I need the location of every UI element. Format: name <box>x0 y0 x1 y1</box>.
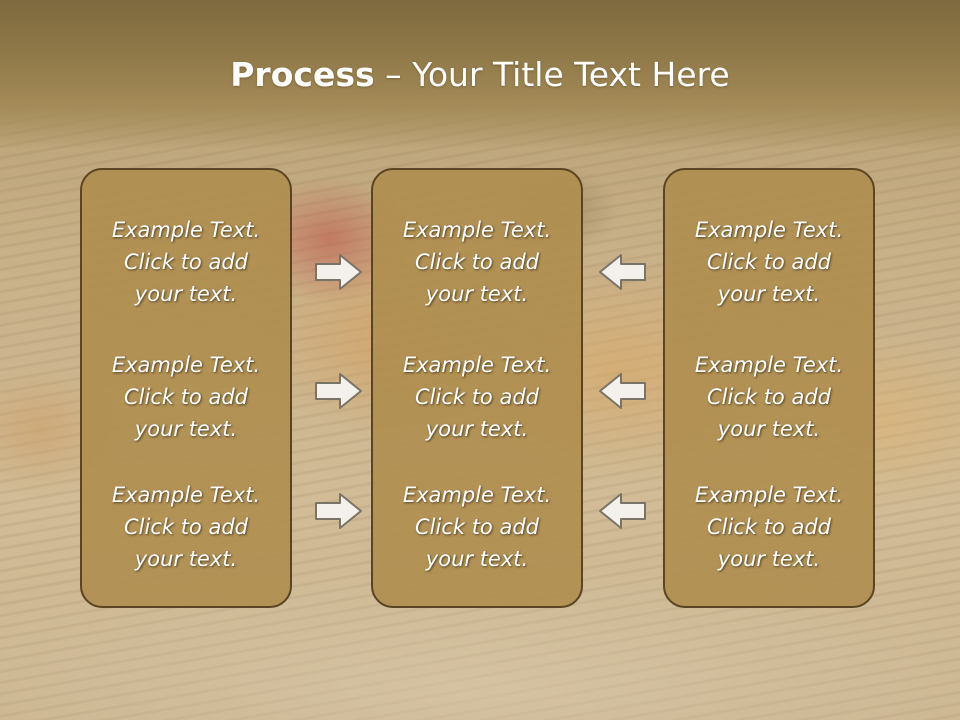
text-item-right-2[interactable]: Example Text. Click to add your text. <box>694 353 844 441</box>
process-box-left[interactable]: Example Text. Click to add your text. Ex… <box>80 168 292 608</box>
text-item-left-2[interactable]: Example Text. Click to add your text. <box>111 353 261 441</box>
text-item-left-3[interactable]: Example Text. Click to add your text. <box>111 483 261 571</box>
arrow-left-icon <box>599 254 646 290</box>
text-item-right-1[interactable]: Example Text. Click to add your text. <box>694 218 844 306</box>
text-item-center-1[interactable]: Example Text. Click to add your text. <box>402 218 552 306</box>
arrow-left-icon <box>599 493 646 529</box>
process-box-center[interactable]: Example Text. Click to add your text. Ex… <box>371 168 583 608</box>
title-bar <box>0 0 960 150</box>
text-item-left-1[interactable]: Example Text. Click to add your text. <box>111 218 261 306</box>
title-rest: – Your Title Text Here <box>374 55 730 94</box>
text-item-right-3[interactable]: Example Text. Click to add your text. <box>694 483 844 571</box>
arrow-right-icon <box>315 373 362 409</box>
process-box-right[interactable]: Example Text. Click to add your text. Ex… <box>663 168 875 608</box>
arrow-right-icon <box>315 254 362 290</box>
slide-title[interactable]: Process – Your Title Text Here <box>0 50 960 100</box>
arrow-left-icon <box>599 373 646 409</box>
title-bold: Process <box>230 55 375 94</box>
text-item-center-2[interactable]: Example Text. Click to add your text. <box>402 353 552 441</box>
text-item-center-3[interactable]: Example Text. Click to add your text. <box>402 483 552 571</box>
arrow-right-icon <box>315 493 362 529</box>
